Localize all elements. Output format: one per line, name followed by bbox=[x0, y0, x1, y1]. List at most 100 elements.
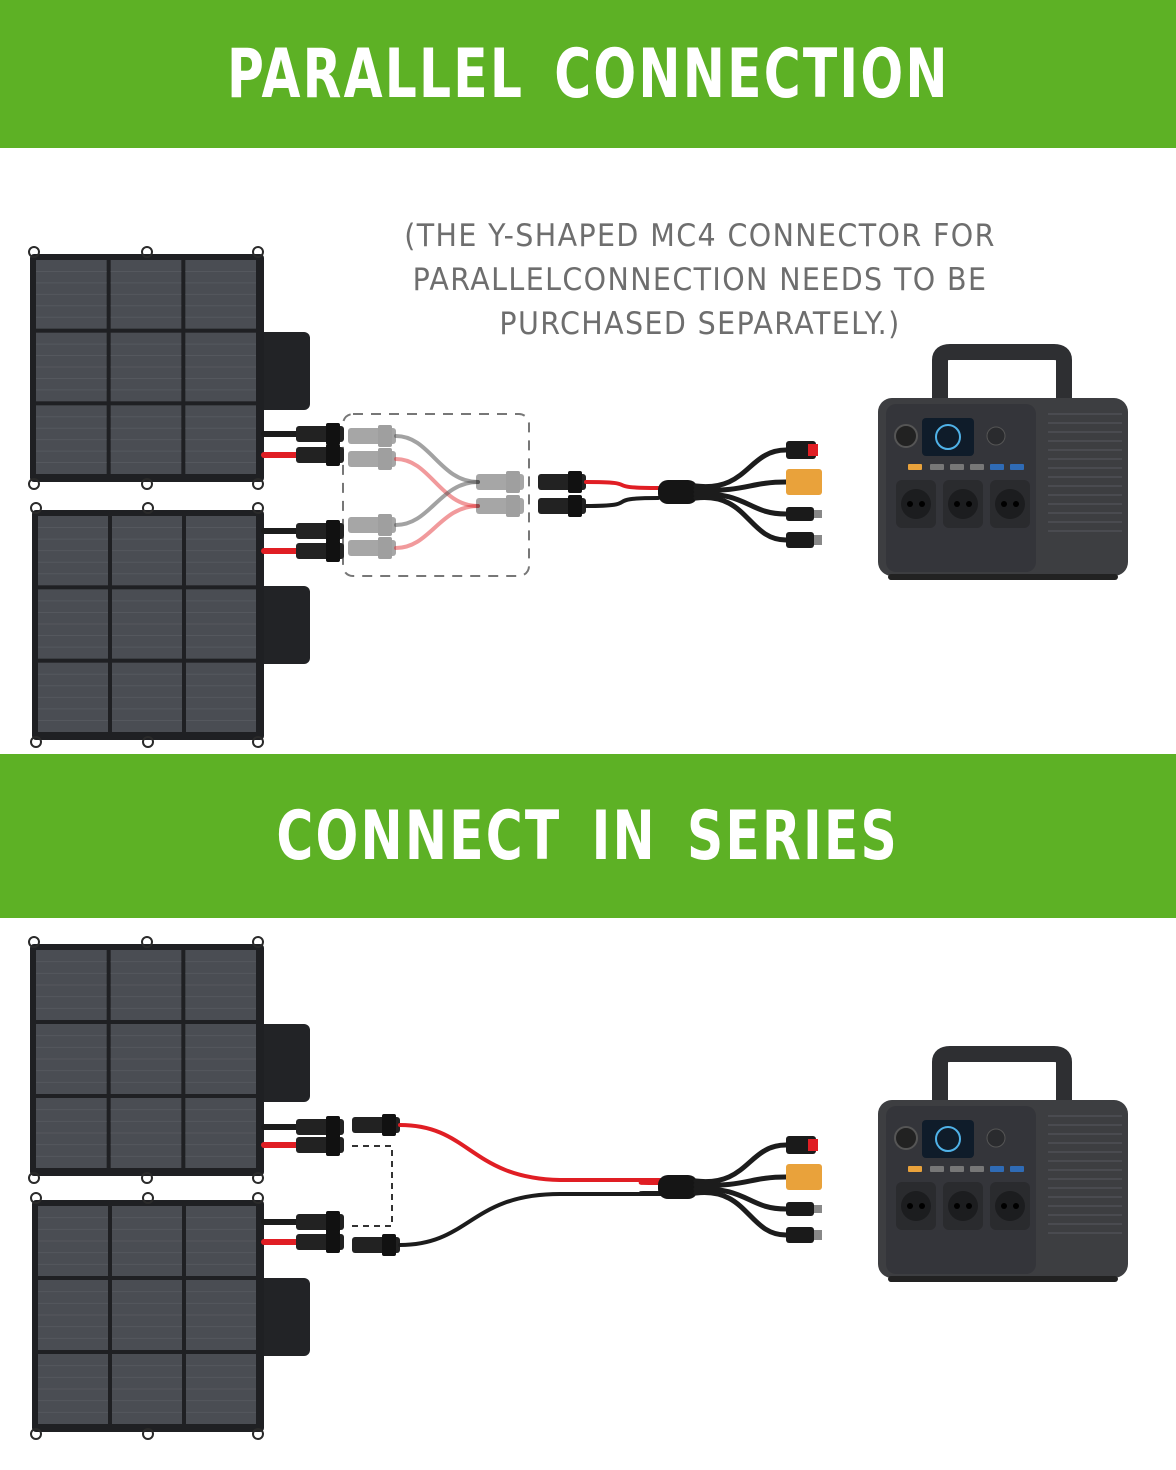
grommet bbox=[252, 246, 264, 258]
outlet-pin bbox=[1013, 501, 1019, 507]
grommet bbox=[30, 502, 42, 514]
banner-top-bg bbox=[0, 0, 1176, 148]
panel-flap bbox=[256, 586, 310, 664]
faded-cable bbox=[394, 457, 480, 508]
outlet-pin bbox=[1001, 501, 1007, 507]
mc4-connector-icon bbox=[296, 1211, 344, 1233]
outlet-pin bbox=[954, 1203, 960, 1209]
grommet bbox=[252, 736, 264, 748]
y-branch-connector-icon bbox=[658, 480, 698, 504]
mc4-nut bbox=[506, 471, 520, 493]
output-lead bbox=[693, 491, 789, 517]
series-banner: CONNECT IN SERIES bbox=[0, 754, 1176, 918]
mc4-nut bbox=[378, 448, 392, 470]
panel-flap bbox=[256, 1278, 310, 1356]
outlet-pin bbox=[919, 501, 925, 507]
dc-plug bbox=[786, 1227, 814, 1243]
mc4-nut bbox=[382, 1234, 396, 1256]
solar-panel-icon bbox=[28, 246, 310, 490]
station-handle bbox=[932, 1046, 1072, 1102]
hub-body bbox=[658, 480, 698, 504]
outlet-pin bbox=[954, 501, 960, 507]
station-screen bbox=[922, 418, 974, 456]
output-lead bbox=[693, 495, 789, 543]
outlet-socket bbox=[901, 489, 931, 519]
power-station-icon bbox=[878, 344, 1128, 580]
multi-output-cable-icon bbox=[786, 441, 822, 548]
usb-port bbox=[990, 1166, 1004, 1172]
solar-panel-icon bbox=[30, 502, 310, 748]
grommet bbox=[28, 1172, 40, 1184]
mc4-nut bbox=[378, 425, 392, 447]
cables bbox=[261, 423, 822, 1256]
faded-cable bbox=[394, 480, 480, 527]
grommet bbox=[142, 736, 154, 748]
faded-cable bbox=[394, 434, 480, 484]
grommet bbox=[30, 1192, 42, 1204]
mc4-body bbox=[348, 517, 396, 533]
mc4-nut bbox=[326, 1211, 340, 1233]
output-lead bbox=[693, 1174, 789, 1188]
grommet bbox=[142, 1192, 154, 1204]
mc4-nut bbox=[382, 1114, 396, 1136]
mc4-nut bbox=[326, 540, 340, 562]
grommet bbox=[141, 246, 153, 258]
mc4-connector-icon bbox=[296, 540, 344, 562]
y-connector-dashed-box bbox=[342, 413, 530, 577]
grommet bbox=[30, 1428, 42, 1440]
mc4-connector-icon bbox=[296, 1116, 344, 1138]
outlet-socket bbox=[995, 489, 1025, 519]
outlet-pin bbox=[907, 1203, 913, 1209]
outlet-pin bbox=[907, 501, 913, 507]
grommet bbox=[252, 1172, 264, 1184]
grommet bbox=[28, 936, 40, 948]
usb-port bbox=[950, 1166, 964, 1172]
outlet-pin bbox=[966, 1203, 972, 1209]
mc4-connector-icon bbox=[348, 514, 396, 536]
station-screen bbox=[922, 1120, 974, 1158]
grommet bbox=[28, 478, 40, 490]
grommet bbox=[142, 1428, 154, 1440]
mc4-nut bbox=[326, 444, 340, 466]
grommet bbox=[30, 736, 42, 748]
solar-panel-icon bbox=[28, 936, 310, 1184]
mc4-nut bbox=[568, 471, 582, 493]
output-lead bbox=[693, 447, 789, 490]
note-line-1: (THE Y-SHAPED MC4 CONNECTOR FOR bbox=[404, 218, 996, 254]
usb-port bbox=[950, 464, 964, 470]
mc4-nut bbox=[378, 537, 392, 559]
series-jumper-dashed bbox=[352, 1145, 393, 1227]
output-lead bbox=[693, 479, 789, 493]
output-lead bbox=[693, 1186, 789, 1212]
usb-port bbox=[908, 1166, 922, 1172]
grommet bbox=[252, 502, 264, 514]
mc4-body bbox=[476, 474, 524, 490]
note-line-3: PURCHASED SEPARATELY.) bbox=[499, 306, 901, 342]
panel-flap bbox=[256, 1024, 310, 1102]
outlet-socket bbox=[948, 1191, 978, 1221]
mc4-nut bbox=[506, 495, 520, 517]
cable bbox=[398, 1123, 660, 1182]
outlet-socket bbox=[901, 1191, 931, 1221]
anderson-red bbox=[808, 444, 818, 456]
dc-plug bbox=[786, 532, 814, 548]
output-lead bbox=[693, 1190, 789, 1238]
outlet-socket bbox=[995, 1191, 1025, 1221]
outlet-socket bbox=[948, 489, 978, 519]
usb-port bbox=[990, 464, 1004, 470]
solar-panels bbox=[28, 246, 310, 1440]
screen-dial bbox=[935, 424, 961, 450]
outlet-pin bbox=[919, 1203, 925, 1209]
y-connector-note: (THE Y-SHAPED MC4 CONNECTOR FOR PARALLEL… bbox=[360, 214, 1041, 346]
mc4-nut bbox=[326, 1134, 340, 1156]
mc4-connector-icon bbox=[348, 537, 396, 559]
multi-output-cable-icon bbox=[786, 1136, 822, 1243]
cable bbox=[584, 496, 660, 508]
station-handle bbox=[932, 344, 1072, 400]
mc4-body bbox=[348, 540, 396, 556]
power-station-icon bbox=[878, 1046, 1128, 1282]
light-button bbox=[986, 426, 1006, 446]
mc4-connector-icon bbox=[296, 444, 344, 466]
mc4-connector-icon bbox=[348, 425, 396, 447]
